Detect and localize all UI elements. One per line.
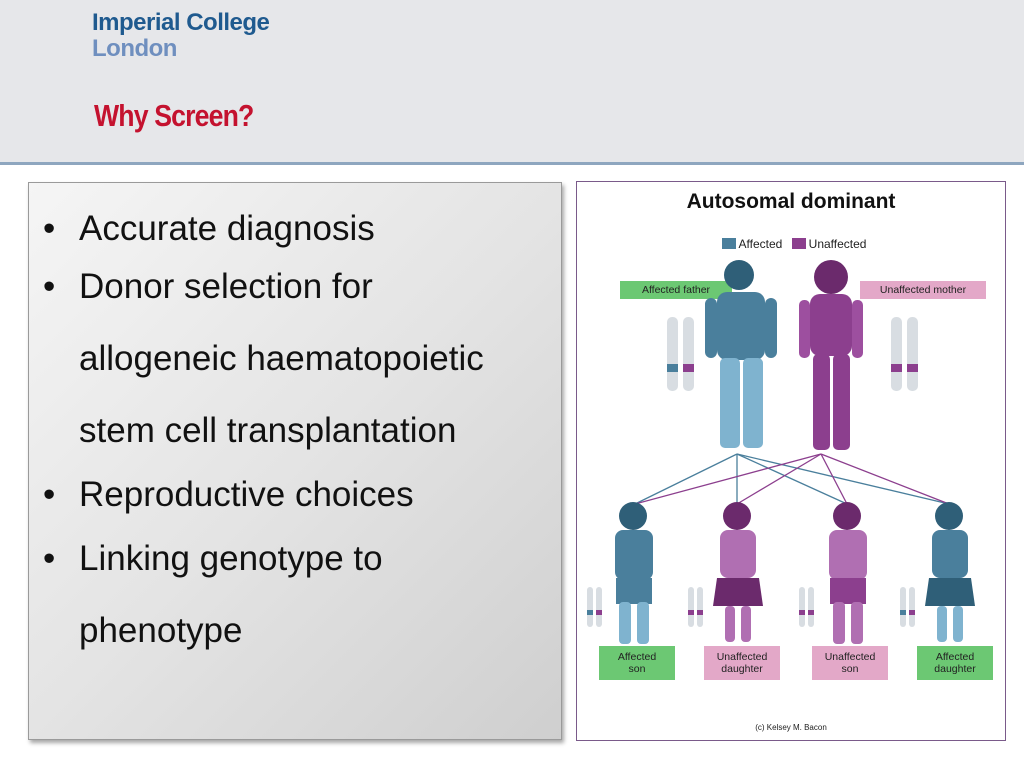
logo-line-2: London <box>92 35 177 62</box>
pedigree-illustration <box>587 260 993 680</box>
child-label-line: son <box>628 663 646 675</box>
bullet-marker: • <box>43 539 56 578</box>
father-label: Affected father <box>641 284 711 296</box>
inheritance-lines <box>634 453 950 505</box>
affected-son-label-box <box>599 646 675 680</box>
figure-credit: (c) Kelsey M. Bacon <box>755 723 827 732</box>
figure-legend: Affected Unaffected <box>577 237 1005 251</box>
bullet-item: • Linking genotype to phenotype <box>29 523 561 667</box>
father-figure <box>705 260 777 448</box>
father-chromosomes <box>667 317 694 391</box>
bullet-list: • Accurate diagnosis • Donor selection for… <box>29 183 561 667</box>
unaffected-son-label-box <box>812 646 888 680</box>
bullet-marker: • <box>43 475 56 514</box>
bullet-item: • Reproductive choices <box>29 459 561 531</box>
child-label-line: Affected <box>935 651 975 663</box>
child-label-line: Unaffected <box>824 651 876 663</box>
slide-header: Imperial College London Why Screen? <box>0 0 1024 165</box>
bullet-text-box: • Accurate diagnosis • Donor selection for… <box>28 182 562 740</box>
autosomal-dominant-figure: Autosomal dominant Affected Unaffected <box>576 181 1006 741</box>
child-label-line: son <box>841 663 859 675</box>
bullet-line: Accurate diagnosis <box>79 209 375 248</box>
affected-daughter-figure <box>925 502 975 642</box>
bullet-line: phenotype <box>79 611 243 650</box>
imperial-college-logo: Imperial College London <box>92 9 270 62</box>
father-label-box <box>620 281 732 299</box>
child-label-line: Affected <box>617 651 657 663</box>
legend-unaffected: Unaffected <box>808 237 867 251</box>
child-label-line: daughter <box>934 663 976 675</box>
child-label-line: Unaffected <box>716 651 768 663</box>
unaffected-son-figure <box>829 502 867 644</box>
bullet-line: stem cell transplantation <box>79 411 457 450</box>
children-chromosomes <box>587 587 915 627</box>
unaffected-daughter-figure <box>713 502 763 642</box>
bullet-line: Donor selection for <box>79 267 373 306</box>
affected-swatch <box>721 238 736 249</box>
mother-label-box <box>860 281 986 299</box>
unaffected-daughter-label-box <box>704 646 780 680</box>
mother-figure <box>799 260 863 450</box>
affected-daughter-label-box <box>917 646 993 680</box>
slide-title: Why Screen? <box>94 98 254 133</box>
child-label-line: daughter <box>721 663 763 675</box>
logo-line-1: Imperial College <box>92 9 270 36</box>
mother-label: Unaffected mother <box>879 284 967 296</box>
mother-chromosomes <box>891 317 918 391</box>
bullet-marker: • <box>43 267 56 306</box>
bullet-line: Reproductive choices <box>79 475 414 514</box>
unaffected-swatch <box>791 238 806 249</box>
legend-affected: Affected <box>738 237 783 251</box>
bullet-marker: • <box>43 209 56 248</box>
bullet-item: • Accurate diagnosis <box>29 199 561 259</box>
affected-son-figure <box>615 502 653 644</box>
bullet-line: Linking genotype to <box>79 539 383 578</box>
bullet-item: • Donor selection for allogeneic haematopo… <box>29 251 561 467</box>
bullet-line: allogeneic haematopoietic <box>79 339 484 378</box>
figure-title: Autosomal dominant <box>686 190 896 213</box>
